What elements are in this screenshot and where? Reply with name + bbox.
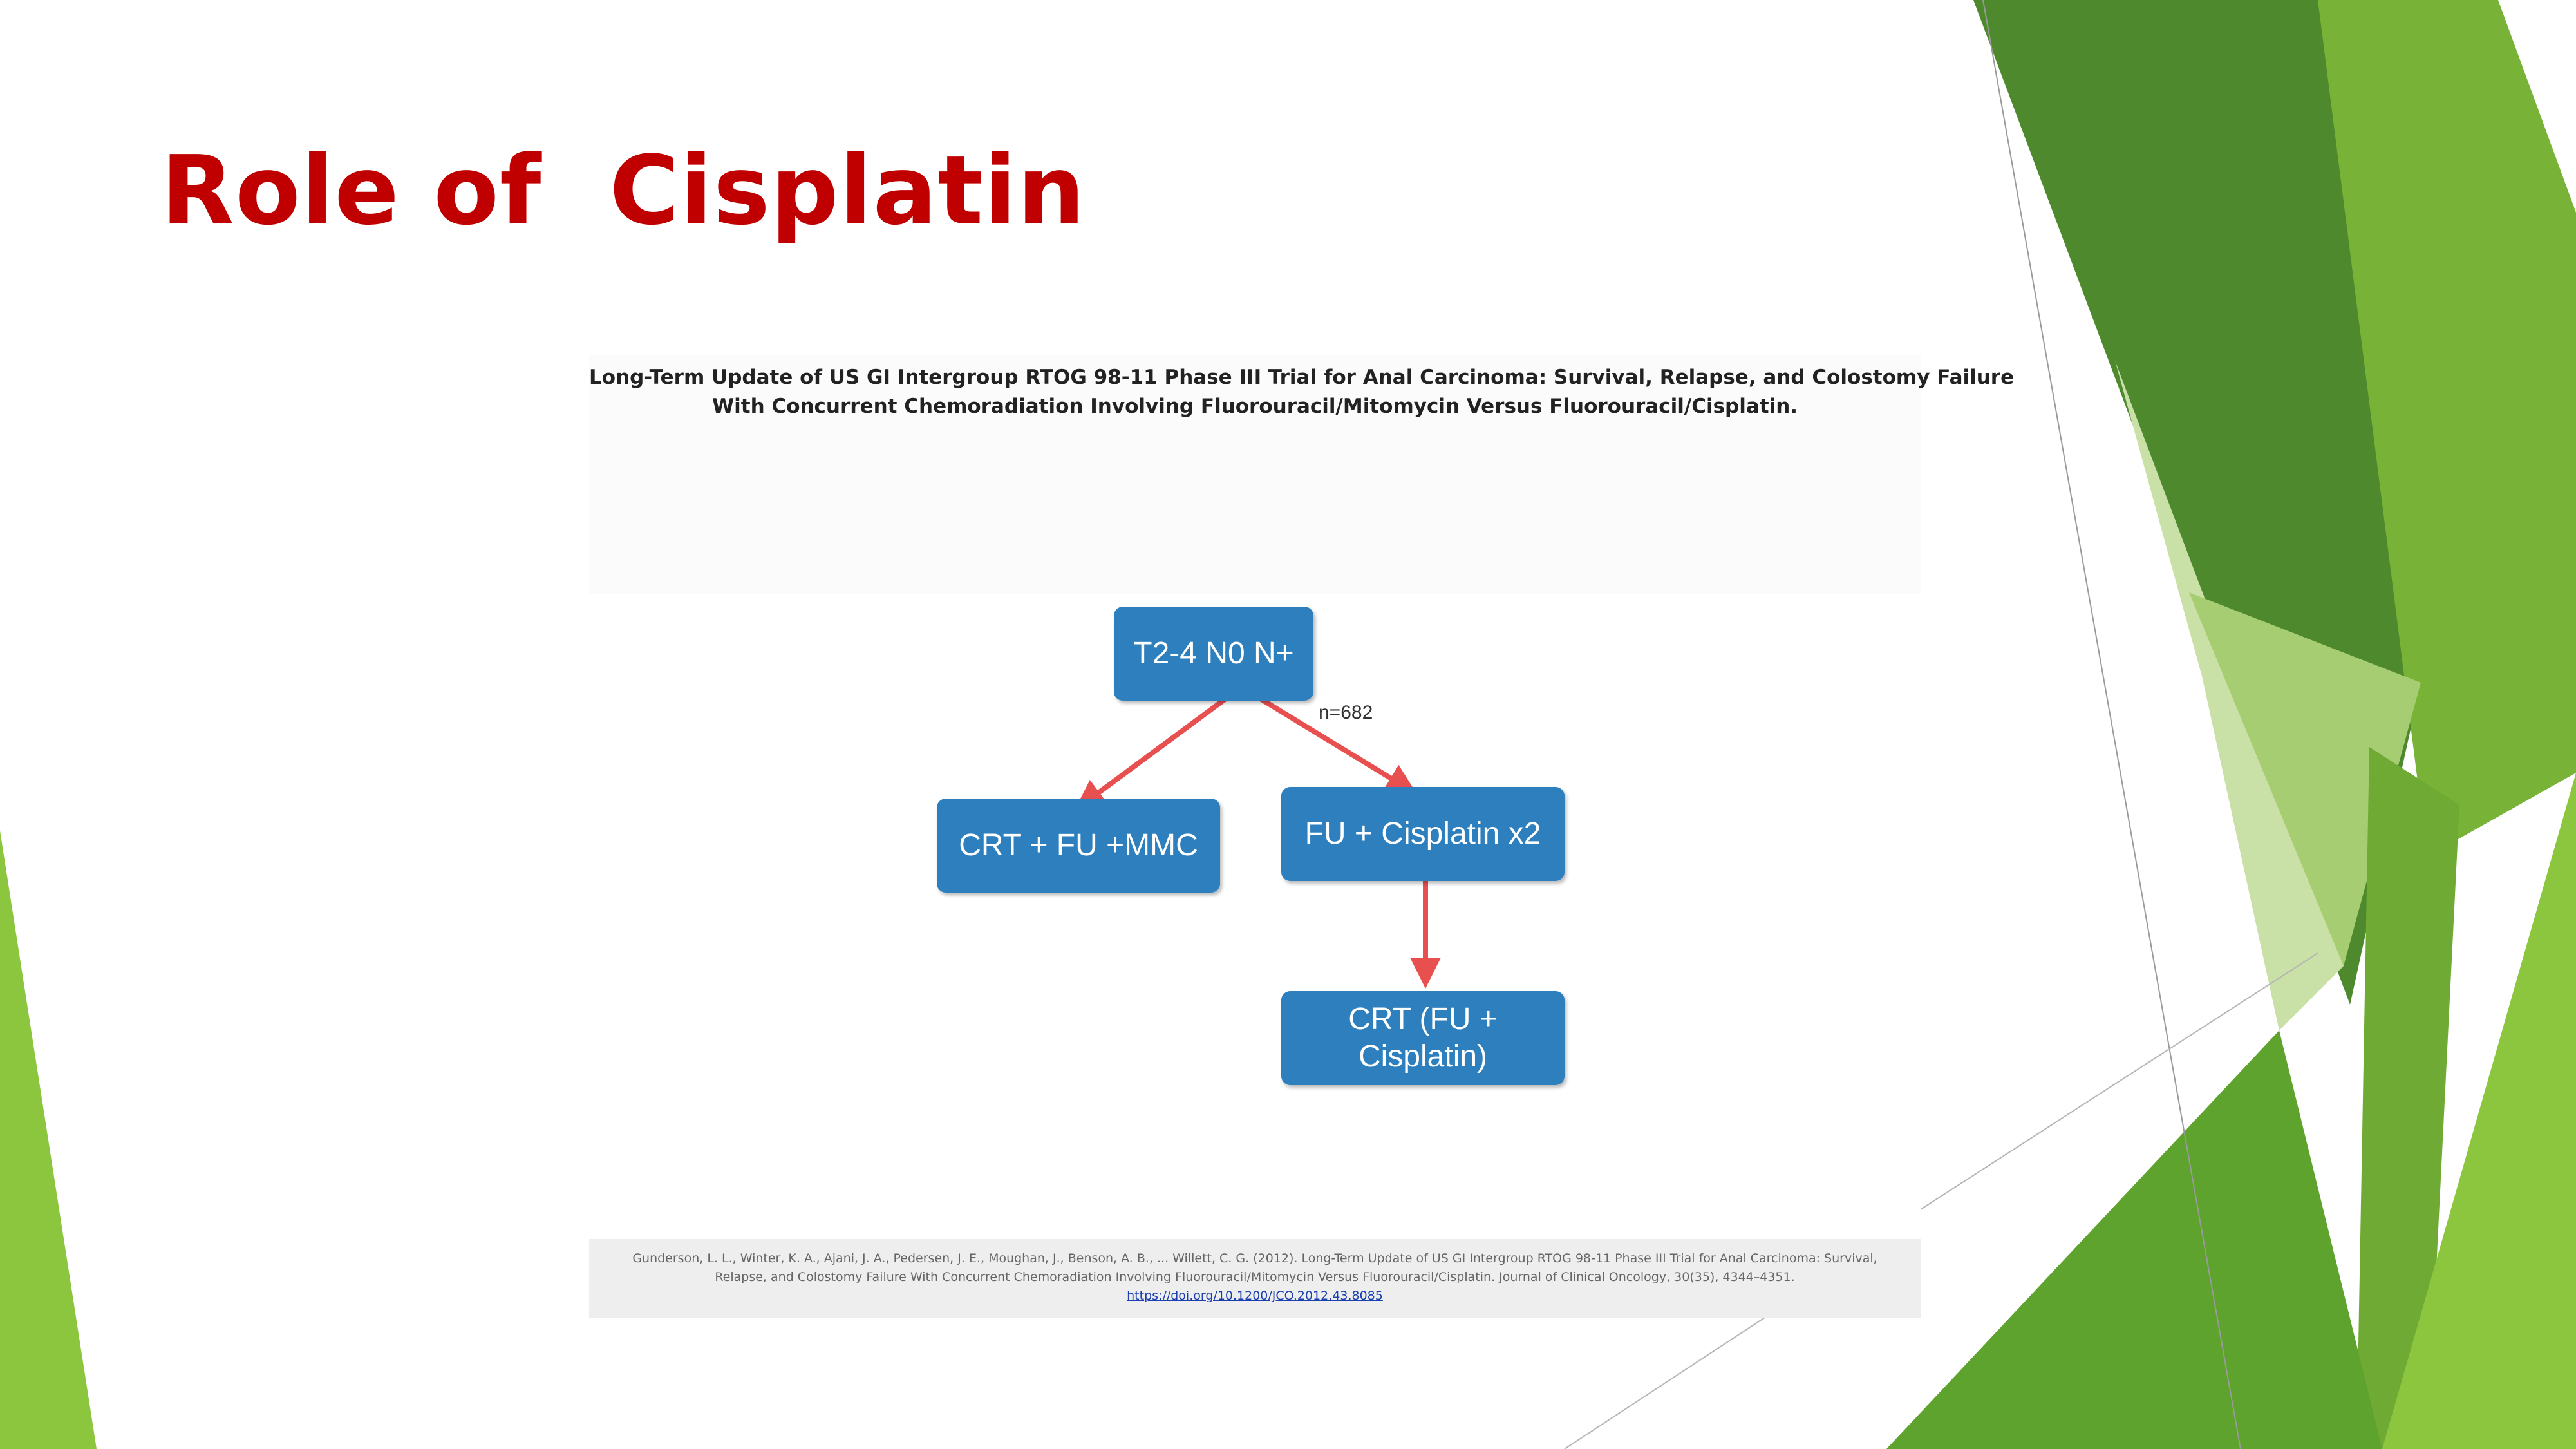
node-crt-fu-cisplatin-line-2: Cisplatin) [1358,1039,1488,1074]
right-pale-green-shape [2189,592,2421,966]
arrow-root-to-right [1239,685,1417,795]
decor-thin-line [1918,952,2318,1211]
bottom-right-green-shape [1886,1030,2382,1449]
figure-heading-line-2: With Concurrent Chemoradiation Involving… [711,395,1798,418]
node-crt-fu-cisplatin-line-1: CRT (FU + [1348,1002,1498,1036]
figure-heading: Long-Term Update of US GI Intergroup RTO… [589,363,2015,421]
figure-heading-line-1: Long-Term Update of US GI Intergroup RTO… [589,366,2015,389]
decor-thin-line [1564,1313,1771,1449]
right-light-green-shape [2115,361,2344,1030]
arrow-root-to-left [1074,685,1243,811]
node-crt-fu-cisplatin: CRT (FU + Cisplatin) [1281,991,1565,1085]
bottom-right-bright-green-shape [2382,773,2576,1449]
decor-thin-line [1982,0,2241,1449]
node-crt-fu-mmc: CRT + FU +MMC [937,799,1220,893]
edge-label-n: n=682 [1319,702,1373,723]
slide-title: Role of Cisplatin [161,135,1086,246]
figure-panel: Long-Term Update of US GI Intergroup RTO… [589,355,2015,1318]
citation-line-2: Relapse, and Colostomy Failure With Conc… [715,1270,1795,1284]
citation-line-1: Gunderson, L. L., Winter, K. A., Ajani, … [632,1251,1877,1265]
citation-band [589,1239,1921,1318]
flowchart-arrows [1074,685,1441,989]
figure-header-band [589,355,1921,594]
node-root: T2-4 N0 N+ [1114,607,1313,701]
left-edge-green-shape [0,831,97,1449]
right-mid-green-shape [2318,0,2576,857]
node-fu-cisplatin: FU + Cisplatin x2 [1281,787,1565,881]
doi-link[interactable]: https://doi.org/10.1200/JCO.2012.43.8085 [1127,1289,1383,1303]
citation: Gunderson, L. L., Winter, K. A., Ajani, … [589,1249,1921,1305]
